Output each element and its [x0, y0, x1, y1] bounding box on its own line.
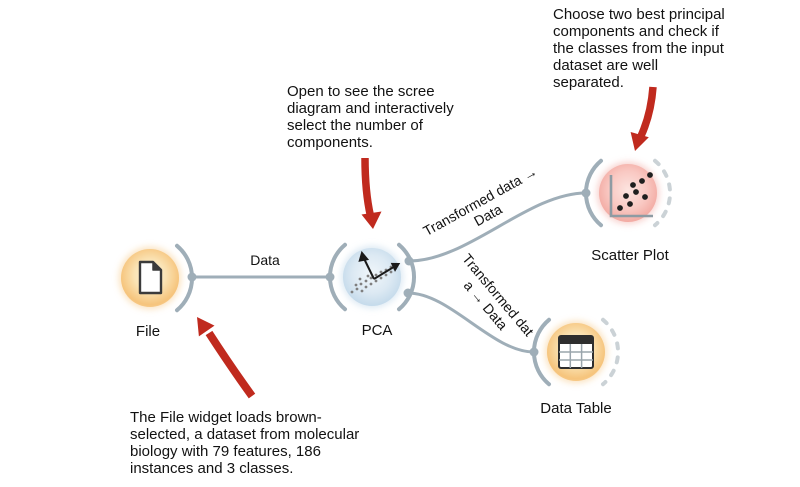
annotation-pca-note: Open to see the scree diagram and intera…: [287, 83, 454, 151]
scatter-plot-icon: [609, 172, 653, 218]
arrow-to-file-icon: [197, 317, 256, 399]
pca-input-anchor: [325, 272, 335, 282]
annotation-scatter-note: Choose two best principal components and…: [553, 6, 725, 91]
pca-output-arc: [397, 242, 417, 312]
table-input-anchor: [529, 347, 539, 357]
file-widget-label: File: [135, 323, 161, 340]
pca-output-anchor-top: [404, 256, 414, 266]
pca-widget-label: PCA: [361, 322, 393, 339]
widget-scatter-plot[interactable]: [597, 162, 659, 224]
file-output-anchor: [187, 272, 197, 282]
annotation-arrows: [197, 86, 657, 399]
file-icon: [138, 260, 163, 295]
link-pca-scatter[interactable]: [408, 191, 587, 263]
scatter-widget-label: Scatter Plot: [591, 247, 669, 264]
widget-pca[interactable]: [341, 246, 403, 308]
widget-data-table[interactable]: [545, 321, 607, 383]
widget-file[interactable]: [119, 247, 181, 309]
link-label-file-pca: Data: [250, 252, 280, 268]
arrow-to-scatter-icon: [630, 86, 657, 151]
pca-icon: [350, 250, 401, 294]
table-widget-label: Data Table: [540, 400, 612, 417]
data-table-icon: [558, 335, 594, 369]
pca-output-anchor-bottom: [403, 288, 413, 298]
link-pca-table[interactable]: [407, 291, 535, 354]
arrow-to-pca-icon: [361, 157, 382, 229]
scatter-input-anchor: [581, 188, 591, 198]
annotation-file-note: The File widget loads brown- selected, a…: [130, 409, 360, 477]
